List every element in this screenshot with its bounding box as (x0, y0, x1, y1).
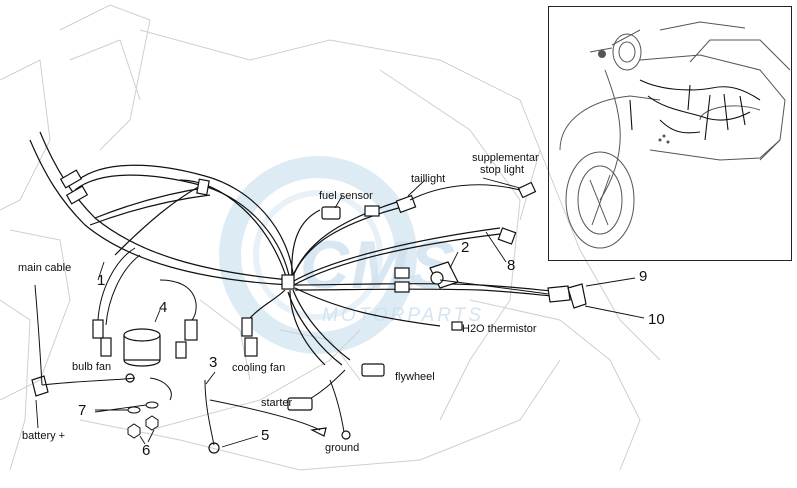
callout-2: 2 (461, 239, 470, 256)
watermark-subtext: MOTORPARTS (322, 305, 484, 326)
label-main-cable: main cable (18, 262, 72, 274)
label-bulb-fan: bulb fan (72, 361, 112, 373)
label-h2o-thermistor: H2O thermistor (462, 323, 537, 335)
callout-7: 7 (78, 402, 87, 419)
label-fuel-sensor: fuel sensor (319, 190, 373, 202)
label-supplementary-1: supplementar (472, 152, 539, 164)
callout-8: 8 (507, 257, 516, 274)
callout-3: 3 (209, 354, 218, 371)
callout-5: 5 (261, 427, 270, 444)
callout-10: 10 (648, 311, 665, 328)
callout-4: 4 (159, 299, 168, 316)
callout-9: 9 (639, 268, 648, 285)
callout-1: 1 (97, 272, 106, 289)
callout-6: 6 (142, 442, 151, 459)
inset-frame (548, 6, 792, 261)
label-starter: starter (261, 397, 293, 409)
label-flywheel: flywheel (395, 371, 435, 383)
label-cooling-fan: cooling fan (232, 362, 286, 374)
label-battery: battery + (22, 430, 66, 442)
relay (123, 328, 161, 367)
label-taillight: taillight (411, 173, 446, 185)
label-ground: ground (325, 442, 360, 454)
label-supplementary-2: stop light (480, 164, 525, 176)
